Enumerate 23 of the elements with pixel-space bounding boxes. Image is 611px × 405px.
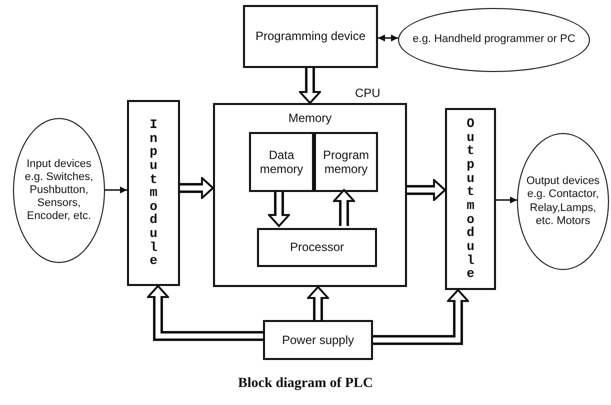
node-label: Power supply [282,332,354,348]
block-title: CPU [355,86,380,100]
node-label: Output devices e.g. Contactor, Relay,Lamps, etc. Motors [525,175,601,228]
module-label: Input module [148,118,158,268]
process-box [314,132,378,192]
node-label: Programming device [255,29,366,44]
process-box [257,228,377,267]
device-ellipse [13,118,105,263]
process-box [243,5,378,68]
module-box [445,108,496,290]
node-label: Data memory [258,148,304,176]
process-box [263,320,373,360]
node-label: Input devices e.g. Switches, Pushbutton, Sensors, Encoder, etc. [24,158,94,224]
device-ellipse [517,133,609,270]
module-box [127,100,180,286]
caption: Block diagram of PLC [237,376,374,392]
block-heading: Memory [287,111,333,126]
module-label: Output module [466,117,476,281]
process-box [249,132,314,192]
node-label: Processor [290,240,344,255]
node-label: e.g. Handheld programmer or PC [412,33,576,47]
node-label: Program memory [322,148,370,176]
device-ellipse [398,8,590,72]
